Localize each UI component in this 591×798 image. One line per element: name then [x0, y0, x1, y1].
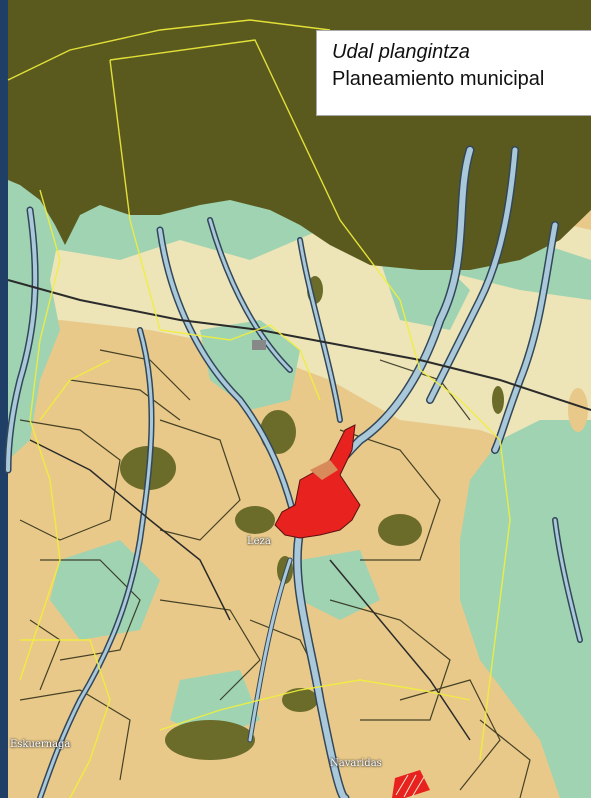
olive-patch	[378, 514, 422, 546]
olive-patch	[282, 688, 318, 712]
parcel-boundaries	[19, 349, 531, 798]
legend-title-spanish: Planeamiento municipal	[332, 68, 545, 90]
legend-title-basque: Udal plangintza	[332, 41, 470, 63]
municipal-boundaries[interactable]	[7, 19, 511, 798]
urban-core[interactable]	[274, 424, 361, 539]
place-label-navaridas: Navaridas	[330, 758, 382, 769]
place-label-eskuernaga: Eskuernaga	[10, 739, 71, 750]
meadow-area-east	[460, 420, 591, 798]
legend-box: Udal plangintza Planeamiento municipal	[316, 30, 591, 116]
roads	[7, 279, 591, 741]
agri-patch	[568, 388, 588, 432]
olive-patch	[165, 720, 255, 760]
meadow-patch	[300, 550, 380, 620]
olive-patch	[235, 506, 275, 534]
building-block	[252, 340, 266, 350]
place-label-leza: Leza	[247, 536, 271, 547]
urban-hatch	[395, 774, 425, 798]
urban-expansion	[310, 460, 338, 480]
olive-patch	[492, 386, 504, 414]
frame-edge	[0, 0, 8, 798]
